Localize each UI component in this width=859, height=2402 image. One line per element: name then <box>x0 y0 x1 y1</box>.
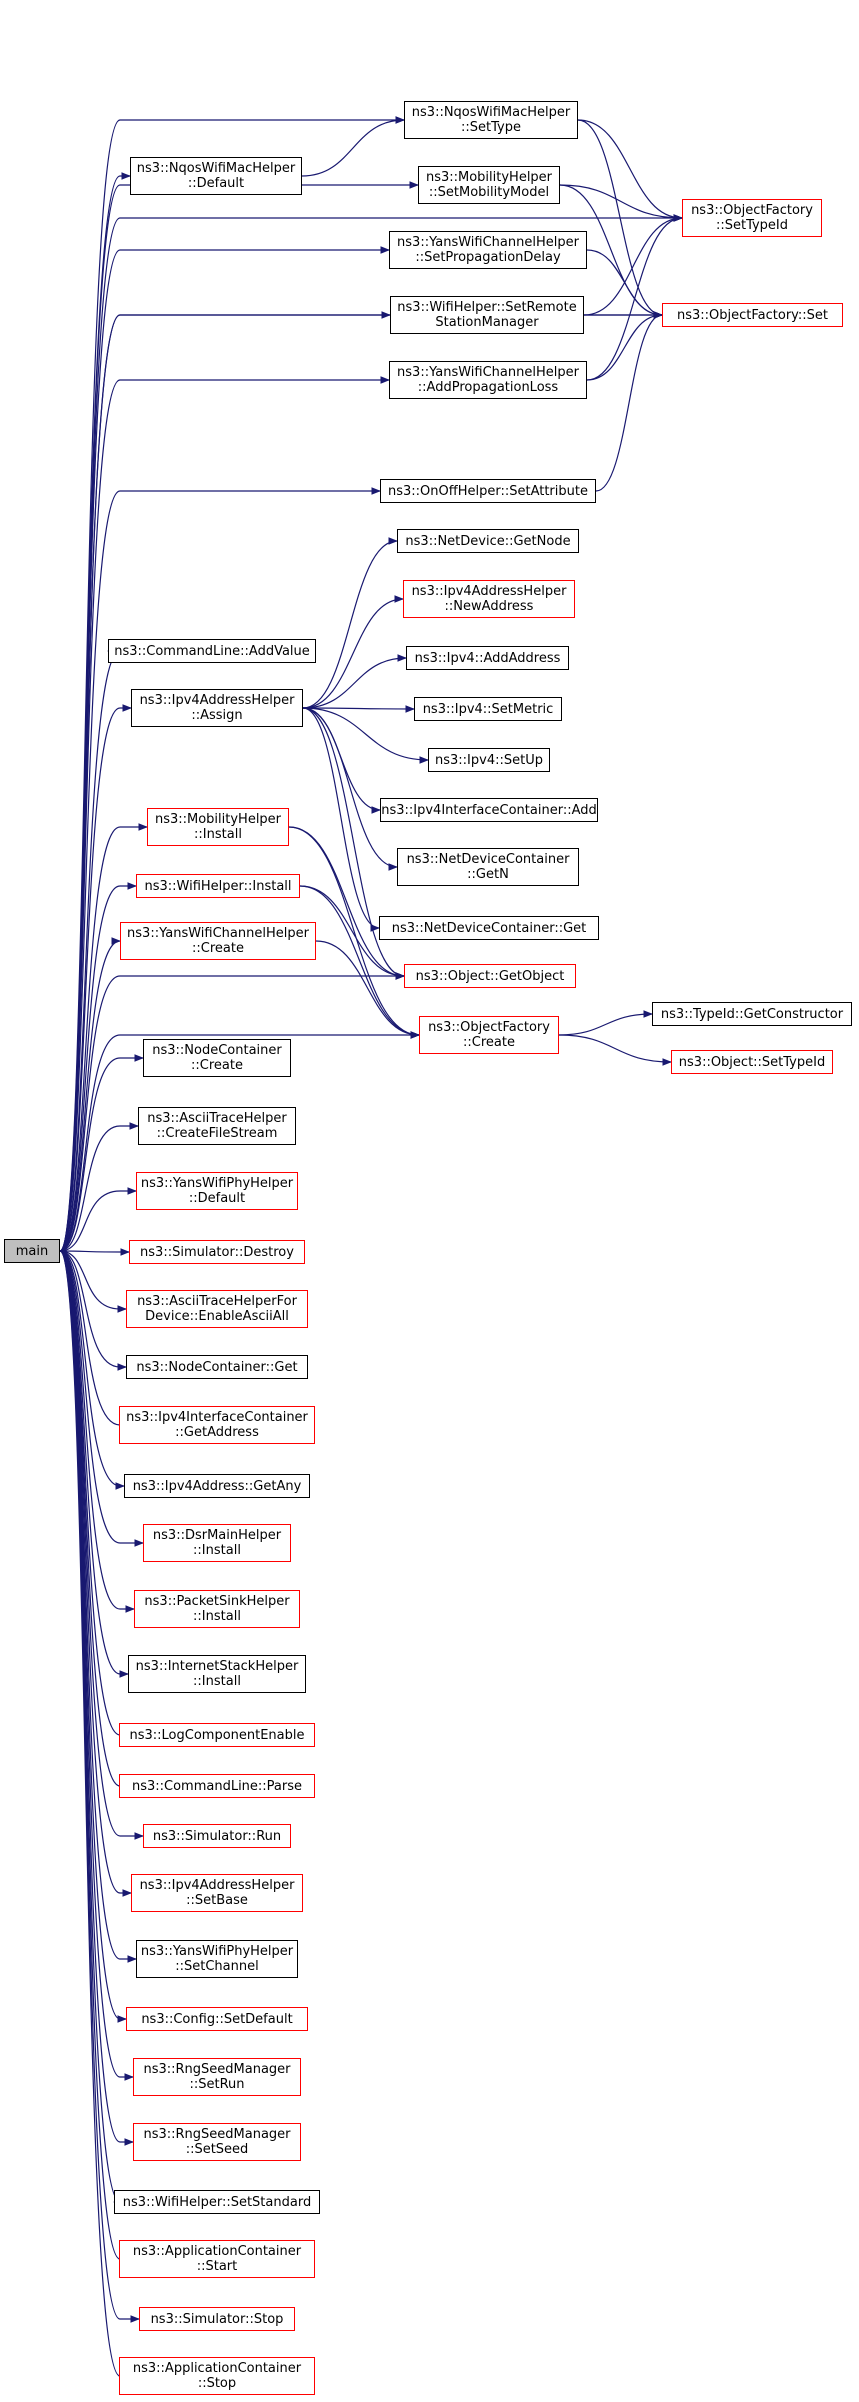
edge-yans_create-to-of_create <box>315 940 420 1039</box>
internet-stack-helper-install-node[interactable]: ns3::InternetStackHelper::Install <box>128 1655 306 1693</box>
net-device-container-getn-node[interactable]: ns3::NetDeviceContainer::GetN <box>397 848 579 886</box>
typeid-getconstructor-node[interactable]: ns3::TypeId::GetConstructor <box>652 1002 852 1026</box>
command-line-parse-node[interactable]: ns3::CommandLine::Parse <box>119 1774 315 1798</box>
wifi-helper-install-node[interactable]: ns3::WifiHelper::Install <box>136 874 300 898</box>
yans-wifi-phy-helper-setchannel-node[interactable]: ns3::YansWifiPhyHelper::SetChannel <box>136 1940 298 1978</box>
ipv4-address-helper-newaddress-node[interactable]: ns3::Ipv4AddressHelper::NewAddress <box>403 580 575 618</box>
edge-nqos_settype-to-of_settypeid <box>577 119 683 222</box>
log-component-enable-node[interactable]: ns3::LogComponentEnable <box>119 1723 315 1747</box>
edge-ipv4h_assign-to-obj_getobject <box>302 707 405 980</box>
edge-wifi_install-to-of_create <box>299 885 420 1039</box>
ipv4-addaddress-node[interactable]: ns3::Ipv4::AddAddress <box>406 646 569 670</box>
mobility-helper-install-node[interactable]: ns3::MobilityHelper::Install <box>147 808 289 846</box>
wifi-helper-setstandard-node[interactable]: ns3::WifiHelper::SetStandard <box>114 2190 320 2214</box>
yans-wifi-channel-helper-create-node[interactable]: ns3::YansWifiChannelHelper::Create <box>120 922 316 960</box>
object-factory-create-node[interactable]: ns3::ObjectFactory::Create <box>419 1016 559 1054</box>
ipv4-address-helper-assign-node[interactable]: ns3::Ipv4AddressHelper::Assign <box>131 689 303 727</box>
edge-ipv4h_assign-to-nd_getnode <box>302 537 398 709</box>
object-factory-set-node[interactable]: ns3::ObjectFactory::Set <box>662 303 843 327</box>
edge-main-to-ish_install <box>59 1250 129 1678</box>
edge-main-to-onoff_setattr <box>59 487 381 1252</box>
nqos-wifi-mac-helper-default-node[interactable]: ns3::NqosWifiMacHelper::Default <box>130 157 302 195</box>
edge-mob_install-to-of_create <box>288 826 420 1039</box>
edge-main-to-wifi_install <box>59 882 137 1252</box>
edge-of_create-to-obj_settypeid <box>558 1034 672 1066</box>
ipv4-interface-container-add-node[interactable]: ns3::Ipv4InterfaceContainer::Add <box>380 798 598 822</box>
ipv4-setup-node[interactable]: ns3::Ipv4::SetUp <box>428 748 550 772</box>
edge-main-to-ipv4ic_getaddr <box>59 1250 128 1429</box>
mobility-helper-setmobilitymodel-node[interactable]: ns3::MobilityHelper::SetMobilityModel <box>418 166 560 204</box>
edge-nqos_default-to-nqos_settype <box>301 116 405 177</box>
edge-main-to-yans_create <box>59 937 121 1252</box>
edge-ipv4h_assign-to-ipv4_addaddr <box>302 654 407 709</box>
ipv4-setmetric-node[interactable]: ns3::Ipv4::SetMetric <box>414 697 562 721</box>
ipv4-address-helper-setbase-node[interactable]: ns3::Ipv4AddressHelper::SetBase <box>131 1874 303 1912</box>
object-factory-settypeid-node[interactable]: ns3::ObjectFactory::SetTypeId <box>682 199 822 237</box>
packet-sink-helper-install-node[interactable]: ns3::PacketSinkHelper::Install <box>134 1590 300 1628</box>
edge-main-to-of_create <box>59 1031 420 1252</box>
edge-wifi_setremote-to-of_settypeid <box>583 214 683 316</box>
yans-wifi-channel-helper-addpropagationloss-node[interactable]: ns3::YansWifiChannelHelper::AddPropagati… <box>389 361 587 399</box>
edge-nqos_settype-to-of_set <box>577 119 663 319</box>
command-line-addvalue-node[interactable]: ns3::CommandLine::AddValue <box>108 639 316 663</box>
edge-ipv4h_assign-to-ipv4h_newaddr <box>302 595 404 709</box>
edge-main-to-appc_stop <box>59 1250 128 2380</box>
edge-main-to-dsr_install <box>59 1250 144 1547</box>
edge-main-to-sim_destroy <box>59 1248 130 1256</box>
ipv4-interface-container-getaddress-node[interactable]: ns3::Ipv4InterfaceContainer::GetAddress <box>119 1406 315 1444</box>
object-settypeid-node[interactable]: ns3::Object::SetTypeId <box>671 1050 833 1074</box>
rng-seed-manager-setrun-node[interactable]: ns3::RngSeedManager::SetRun <box>133 2058 301 2096</box>
yans-wifi-channel-helper-setpropagationdelay-node[interactable]: ns3::YansWifiChannelHelper::SetPropagati… <box>389 231 587 269</box>
node-container-create-node[interactable]: ns3::NodeContainer::Create <box>143 1039 291 1077</box>
yans-wifi-phy-helper-default-node[interactable]: ns3::YansWifiPhyHelper::Default <box>136 1172 298 1210</box>
node-container-get-node[interactable]: ns3::NodeContainer::Get <box>126 1355 308 1379</box>
main-root-node: main <box>4 1239 60 1263</box>
edge-of_create-to-typeid_getctor <box>558 1010 653 1036</box>
edge-ipv4h_assign-to-ndc_getn <box>302 707 398 871</box>
edge-main-to-of_set <box>59 311 663 1252</box>
net-device-getnode-node[interactable]: ns3::NetDevice::GetNode <box>397 529 579 553</box>
config-setdefault-node[interactable]: ns3::Config::SetDefault <box>126 2007 308 2031</box>
ipv4-address-getany-node[interactable]: ns3::Ipv4Address::GetAny <box>124 1474 310 1498</box>
edge-main-to-athfd_enable <box>59 1250 127 1313</box>
application-container-start-node[interactable]: ns3::ApplicationContainer::Start <box>119 2240 315 2278</box>
net-device-container-get-node[interactable]: ns3::NetDeviceContainer::Get <box>379 916 599 940</box>
ascii-trace-helper-createfilestream-node[interactable]: ns3::AsciiTraceHelper::CreateFileStream <box>138 1107 296 1145</box>
rng-seed-manager-setseed-node[interactable]: ns3::RngSeedManager::SetSeed <box>133 2123 301 2161</box>
edge-main-to-yansphy_default <box>59 1187 137 1252</box>
edge-main-to-ipv4h_assign <box>59 704 132 1252</box>
nqos-wifi-mac-helper-settype-node[interactable]: ns3::NqosWifiMacHelper::SetType <box>404 101 578 139</box>
application-container-stop-node[interactable]: ns3::ApplicationContainer::Stop <box>119 2357 315 2395</box>
edge-main-to-nc_get <box>59 1250 127 1371</box>
edge-mob_setmodel-to-of_settypeid <box>559 184 683 222</box>
edge-main-to-psh_install <box>59 1250 135 1613</box>
edge-onoff_setattr-to-of_set <box>595 311 663 492</box>
edge-ipv4h_assign-to-ipv4_setup <box>302 707 429 764</box>
simulator-run-node[interactable]: ns3::Simulator::Run <box>143 1824 291 1848</box>
edge-yans_addloss-to-of_set <box>586 311 663 381</box>
edge-ipv4h_assign-to-ndc_get <box>302 707 380 932</box>
simulator-destroy-node[interactable]: ns3::Simulator::Destroy <box>129 1240 305 1264</box>
edge-main-to-ath_createfile <box>59 1122 139 1252</box>
edge-main-to-nc_create <box>59 1054 144 1252</box>
dsr-main-helper-install-node[interactable]: ns3::DsrMainHelper::Install <box>143 1524 291 1562</box>
onoff-helper-setattribute-node[interactable]: ns3::OnOffHelper::SetAttribute <box>380 479 596 503</box>
edge-main-to-mob_install <box>59 823 148 1252</box>
edge-yans_addloss-to-of_settypeid <box>586 214 683 381</box>
edge-main-to-obj_getobject <box>59 972 405 1252</box>
edge-main-to-ipv4addr_getany <box>59 1250 125 1490</box>
simulator-stop-node[interactable]: ns3::Simulator::Stop <box>139 2307 295 2331</box>
object-getobject-node[interactable]: ns3::Object::GetObject <box>404 964 576 988</box>
edge-ipv4h_assign-to-ipv4_setmetric <box>302 705 415 713</box>
